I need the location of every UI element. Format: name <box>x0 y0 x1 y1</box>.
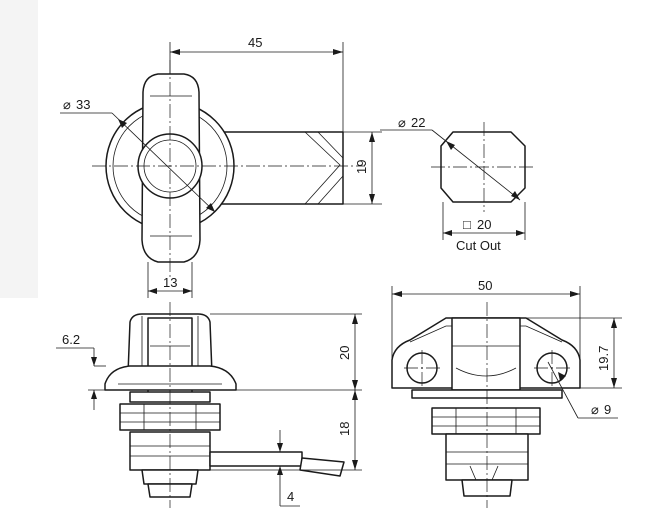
dim-head-diameter-symbol: ⌀ <box>63 97 71 112</box>
side-view: 50 19.7 ⌀ 9 <box>391 278 622 508</box>
dim-hole-diameter-symbol: ⌀ <box>591 402 599 417</box>
cutout-view: ⌀ 22 □ 20 Cut Out <box>380 115 535 253</box>
front-flange <box>104 365 237 391</box>
dim-hole-diameter: 9 <box>604 402 611 417</box>
dim-body-length: 18 <box>337 422 352 436</box>
dim-flange-thickness: 6.2 <box>62 332 80 347</box>
dim-side-width: 50 <box>478 278 492 293</box>
dim-cutout-square: 20 <box>477 217 491 232</box>
front-tongue <box>209 451 303 467</box>
cutout-caption: Cut Out <box>456 238 501 253</box>
dim-cutout-diameter: 22 <box>411 115 425 130</box>
side-nut <box>431 407 541 435</box>
dim-tongue-width: 19 <box>354 160 369 174</box>
front-view: 6.2 20 18 4 <box>56 302 362 508</box>
dim-side-height: 19.7 <box>596 346 611 371</box>
dim-total-width: 45 <box>248 35 262 50</box>
dim-head-height: 20 <box>337 346 352 360</box>
dim-cutout-square-symbol: □ <box>463 217 471 232</box>
top-view: ⌀ 33 45 19 13 <box>60 35 382 298</box>
dim-cutout-diameter-symbol: ⌀ <box>398 115 406 130</box>
dim-tongue-offset: 4 <box>287 489 294 504</box>
dim-grip-width: 13 <box>163 275 177 290</box>
dim-head-diameter: 33 <box>76 97 90 112</box>
image-edge-strip <box>0 0 38 298</box>
